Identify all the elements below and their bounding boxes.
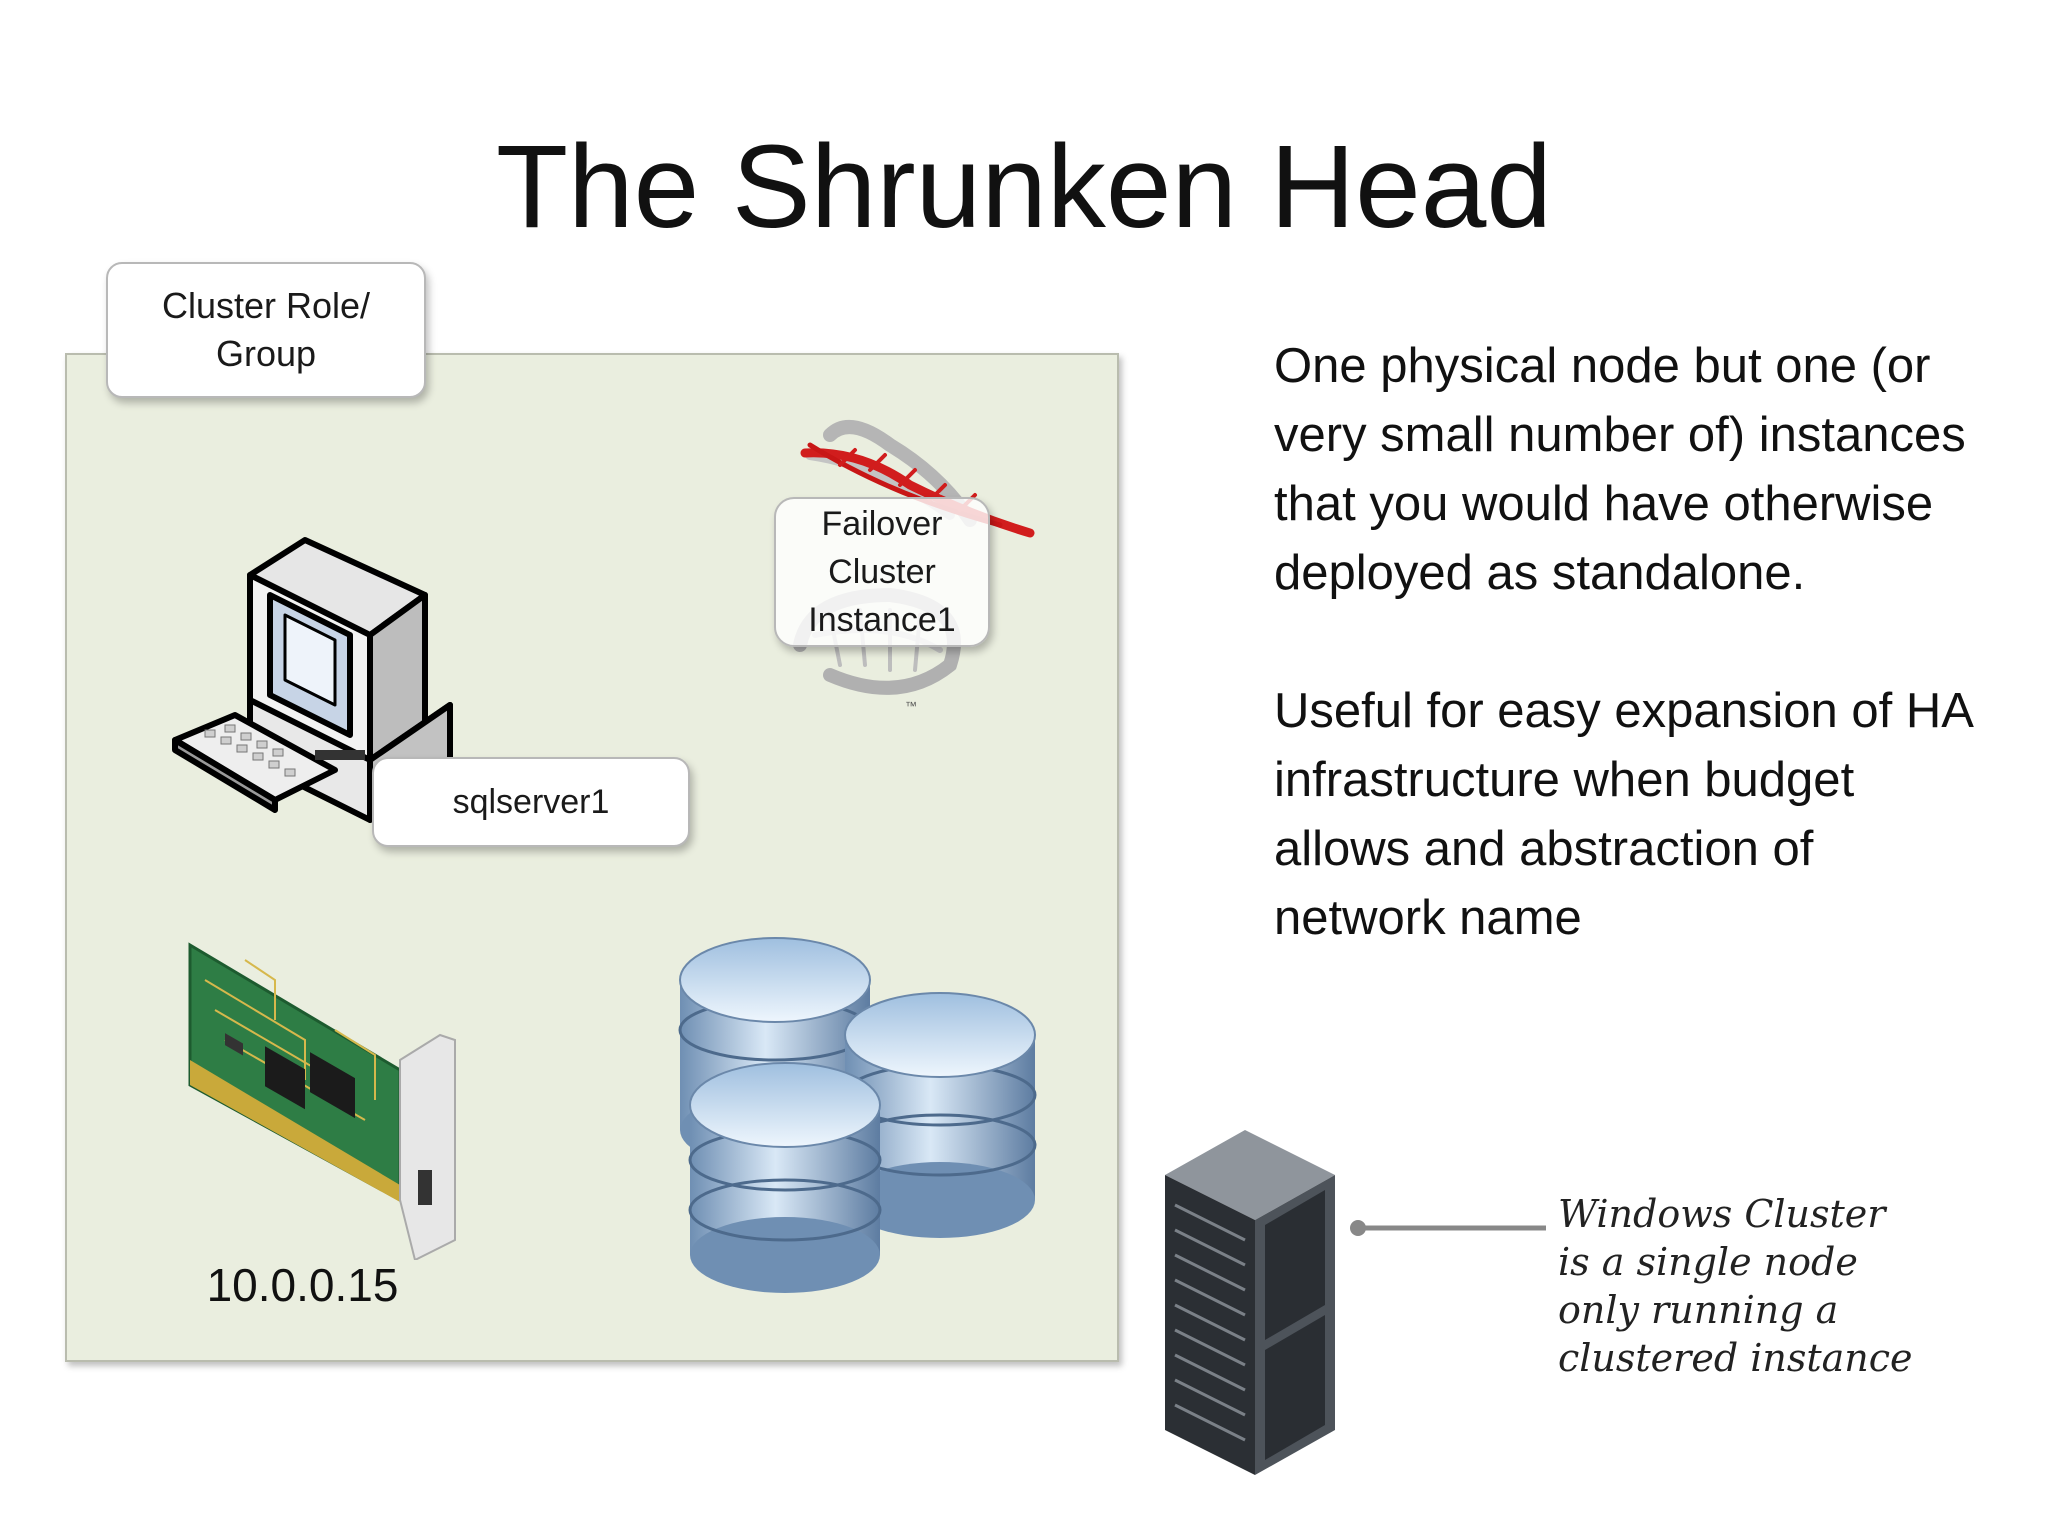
slide-title: The Shrunken Head <box>495 121 1553 253</box>
database-icon <box>678 937 1037 1293</box>
host-name-label: sqlserver1 <box>372 757 690 847</box>
annotation-connector <box>1350 1220 1546 1236</box>
description-text: One physical node but one (or very small… <box>1274 332 1974 1022</box>
cluster-role-label: Cluster Role/ Group <box>106 262 426 398</box>
windows-cluster-note: Windows Cluster is a single node only ru… <box>1558 1192 1913 1380</box>
description-paragraph-2: Useful for easy expansion of HA infrastr… <box>1274 684 1972 945</box>
description-paragraph-1: One physical node but one (or very small… <box>1274 339 1966 600</box>
ip-address-label: 10.0.0.15 <box>206 1259 399 1311</box>
failover-cluster-instance-label: Failover Cluster Instance1 <box>774 497 990 647</box>
server-rack-icon <box>1165 1130 1335 1475</box>
network-card-icon <box>188 942 456 1260</box>
trademark-mark: ™ <box>905 699 917 713</box>
